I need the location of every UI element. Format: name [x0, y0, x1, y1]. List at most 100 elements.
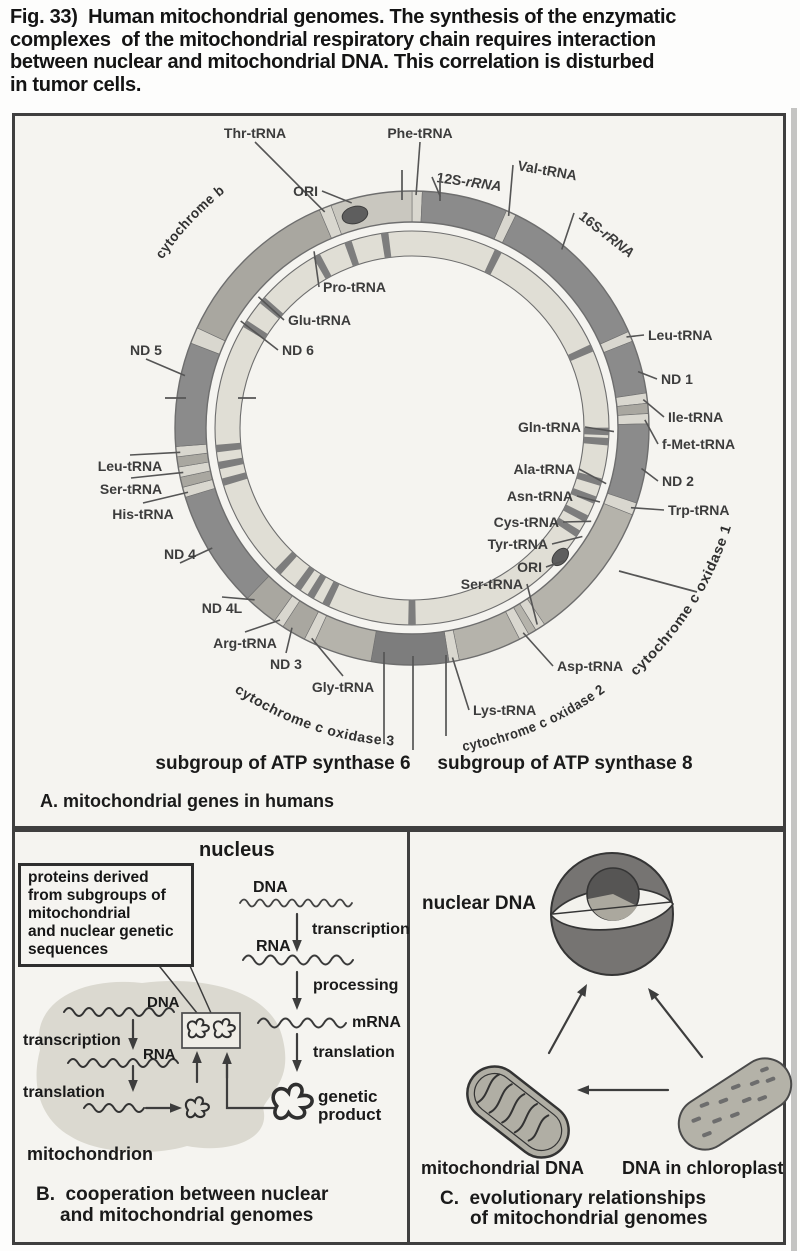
- gene-leader-line: [285, 627, 293, 654]
- inner-ring-band: [217, 457, 244, 470]
- mrna-wave: [257, 1017, 347, 1029]
- callout-line-3: mitochondrial: [28, 905, 131, 922]
- gene-leader-line: [522, 632, 554, 667]
- subgroup-atp-synthase-8-label: subgroup of ATP synthase 8: [437, 753, 693, 774]
- nucleus-transcription-label: transcription: [312, 921, 410, 938]
- gene-label: ND 4: [164, 546, 196, 562]
- caption-line-3: between nuclear and mitochondrial DNA. T…: [10, 51, 655, 73]
- gene-leader-line: [145, 358, 186, 377]
- gene-label: ORI: [517, 559, 542, 575]
- nucleus-rna-label: RNA: [256, 938, 291, 955]
- inner-ring-band: [555, 517, 581, 538]
- gene-label: Asn-tRNA: [507, 488, 573, 504]
- gene-label: ORI: [293, 183, 318, 199]
- mito-transcription-label: transcription: [23, 1032, 121, 1049]
- processing-label: processing: [313, 977, 399, 994]
- translation-arrow-mito: [128, 1064, 138, 1092]
- gene-leader-line: [637, 370, 658, 380]
- gene-leader-line: [545, 559, 565, 568]
- inner-ring-band: [313, 253, 332, 280]
- assembly-arrow-right: [222, 1052, 232, 1080]
- figure-caption: Fig. 33) Human mitochondrial genomes. Th…: [10, 6, 792, 96]
- gene-label: His-tRNA: [112, 506, 173, 522]
- ring-segment: [617, 413, 650, 425]
- panel-b-caption-1: B. cooperation between nuclear: [36, 1184, 329, 1205]
- ring-segment: [174, 342, 221, 447]
- inner-ring-band: [567, 344, 594, 362]
- gene-leader-line: [311, 637, 344, 677]
- gene-leader-line: [431, 176, 442, 198]
- gene-label: Trp-tRNA: [668, 502, 729, 518]
- gene-label: ND 3: [270, 656, 302, 672]
- gene-label: 16S-rRNA: [576, 208, 637, 261]
- mito-rna-label: RNA: [143, 1046, 176, 1063]
- gene-leader-line: [578, 468, 607, 485]
- protein-arrow-mito: [144, 1103, 182, 1113]
- inner-ring-band: [215, 442, 242, 453]
- mitochondrion-label: mitochondrion: [27, 1144, 153, 1164]
- translation-arrow-nucleus: [292, 1032, 302, 1072]
- gene-label: Gly-tRNA: [312, 679, 374, 695]
- callout-line-4: and nuclear genetic: [28, 923, 174, 940]
- chloroplast-drawing: [677, 1057, 793, 1151]
- processing-arrow: [292, 970, 302, 1010]
- gene-label: Cys-tRNA: [494, 514, 559, 530]
- gene-label: ND 6: [282, 342, 314, 358]
- mitochondrial-dna-label: mitochondrial DNA: [421, 1158, 585, 1178]
- inner-ring-band: [322, 581, 340, 607]
- inner-ring-band: [344, 240, 360, 267]
- genetic-product-label-1: genetic: [318, 1087, 378, 1106]
- panel-bc-divider: [407, 829, 410, 1245]
- gene-leader-line: [129, 451, 181, 456]
- gene-label: Arg-tRNA: [213, 635, 277, 651]
- gene-label: Thr-tRNA: [224, 125, 286, 141]
- inner-ring-band: [221, 472, 248, 486]
- panel-c-art: [466, 852, 793, 1159]
- inner-ring-band: [484, 249, 502, 275]
- gene-leader-line: [576, 495, 601, 503]
- panel-b-art: [36, 898, 354, 1153]
- gene-label: f-Met-tRNA: [662, 436, 735, 452]
- protein-complex-box: [181, 1012, 241, 1049]
- chloroplast-dna-label: DNA in chloroplast: [622, 1158, 784, 1178]
- gene-label: Glu-tRNA: [288, 312, 351, 328]
- inner-ring-band: [576, 472, 603, 486]
- gene-label: Pro-tRNA: [323, 279, 386, 295]
- mitochondrion-drawing: [466, 1065, 570, 1159]
- gene-leader-line: [257, 296, 285, 321]
- transcription-arrow-mito: [128, 1018, 138, 1050]
- assembly-arrow-left: [192, 1051, 202, 1084]
- callout-line-2: from subgroups of: [28, 887, 166, 904]
- inner-ring-band: [294, 566, 315, 591]
- inner-ring-band: [242, 320, 268, 340]
- ring-segment: [411, 190, 423, 223]
- nucleus-title: nucleus: [199, 839, 275, 861]
- gene-leader-line: [415, 141, 421, 196]
- mito-rna-wave: [67, 1058, 179, 1068]
- gene-leader-line: [562, 520, 592, 523]
- gene-label: Ala-tRNA: [514, 461, 575, 477]
- gene-label: ND 5: [130, 342, 162, 358]
- panel-c-caption-2: of mitochondrial genomes: [470, 1208, 708, 1229]
- gene-label: Leu-tRNA: [98, 458, 163, 474]
- gene-leader-line: [130, 471, 184, 479]
- chloroplast-to-mito-arrow: [577, 1085, 670, 1095]
- cell-lens-divider: [552, 901, 672, 915]
- gene-leader-line: [451, 657, 470, 711]
- gene-leader-line: [526, 583, 538, 625]
- mrna-label: mRNA: [352, 1014, 401, 1031]
- scan-edge-shadow: [791, 108, 797, 1251]
- gene-label: Phe-tRNA: [387, 125, 452, 141]
- gene-leader-line: [142, 491, 189, 504]
- gene-label: Ile-tRNA: [668, 409, 723, 425]
- genome-map: Thr-tRNAORIPhe-tRNA12S-rRNAVal-tRNA16S-r…: [98, 125, 735, 754]
- ring-segment: [370, 630, 450, 666]
- curved-gene-label: cytochrome c oxidase 1: [627, 522, 734, 678]
- gene-leader-line: [321, 190, 352, 204]
- gene-label: Leu-tRNA: [648, 327, 713, 343]
- gene-leader-line: [221, 596, 255, 601]
- gene-label: Ser-tRNA: [461, 576, 523, 592]
- inner-ring-band: [563, 504, 589, 523]
- callout-line-5: sequences: [28, 941, 109, 958]
